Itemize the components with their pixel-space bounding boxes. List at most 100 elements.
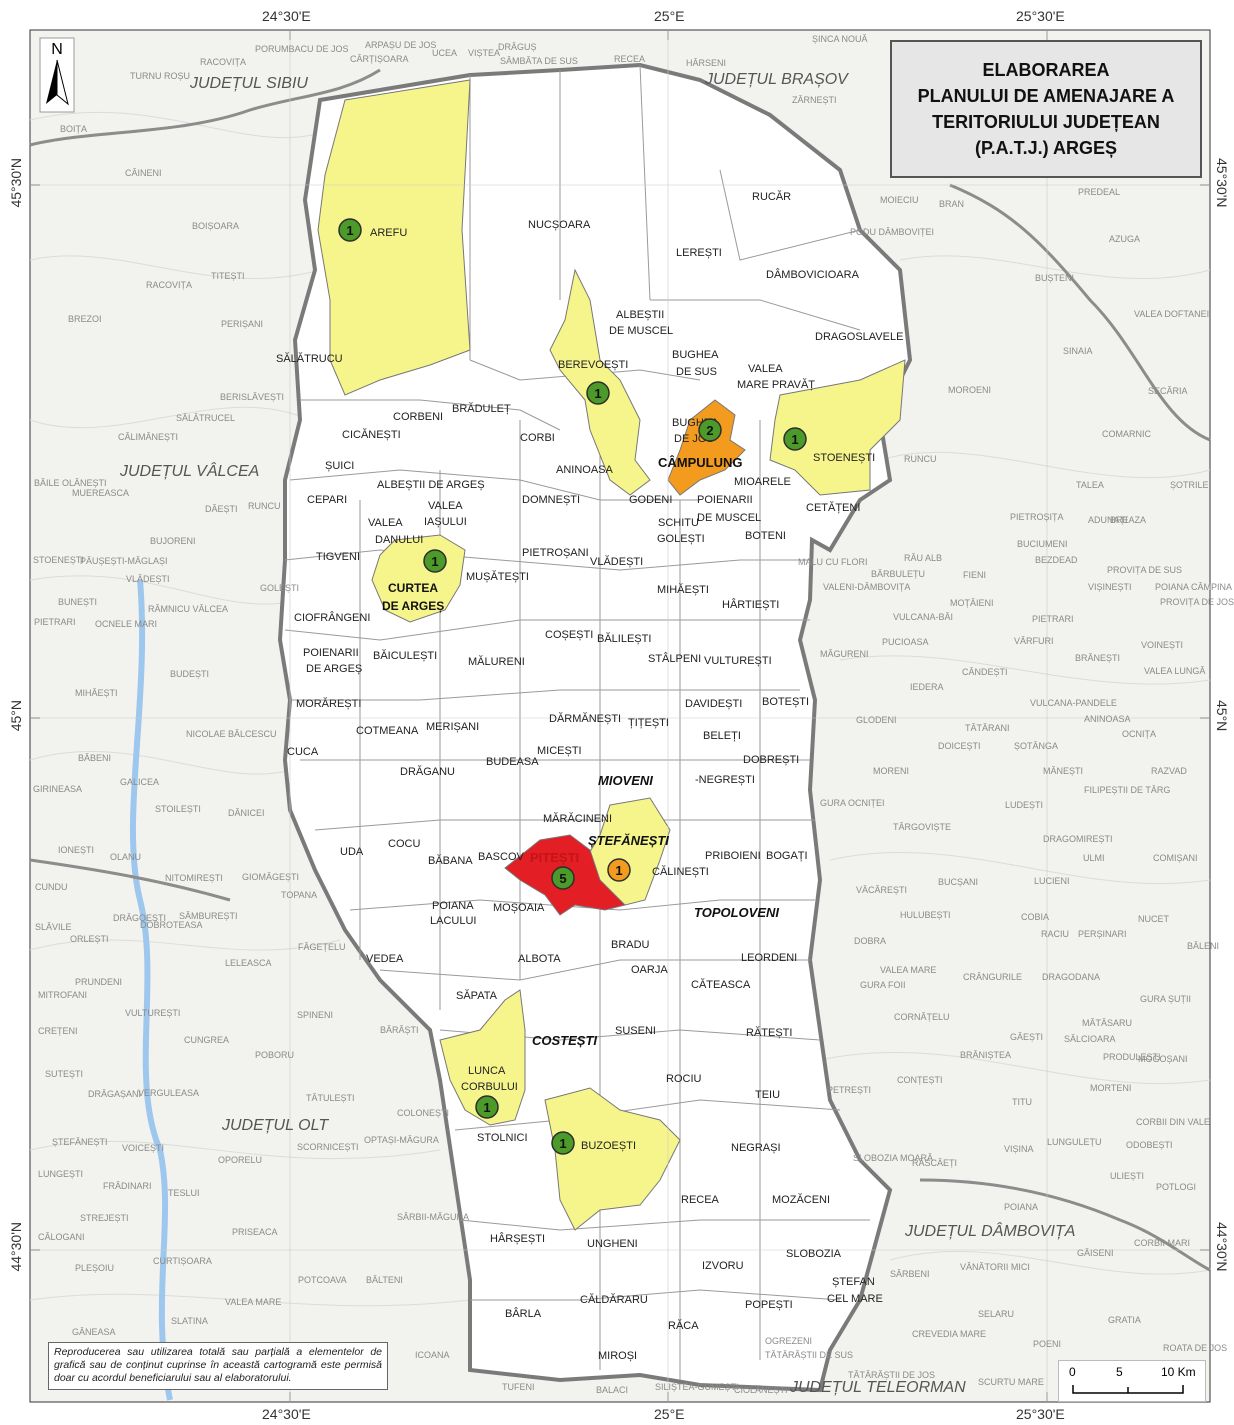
background-place-label: DOICEȘTI bbox=[938, 741, 981, 751]
background-place-label: COBIA bbox=[1021, 912, 1049, 922]
commune-label: MARE PRAVĂȚ bbox=[737, 378, 815, 391]
commune-label: MOZĂCENI bbox=[772, 1193, 830, 1206]
background-place-label: BUJORENI bbox=[150, 536, 196, 546]
background-place-label: TUFENI bbox=[502, 1382, 535, 1392]
commune-label: DRĂGANU bbox=[400, 765, 455, 778]
commune-label: ROCIU bbox=[666, 1073, 702, 1085]
background-place-label: PORUMBACU DE JOS bbox=[255, 44, 349, 54]
background-place-label: CURTIȘOARA bbox=[153, 1256, 212, 1266]
commune-label: VALEA bbox=[748, 363, 783, 375]
label-de-arges: DE ARGEȘ bbox=[382, 599, 444, 613]
background-place-label: PRODULEȘTI bbox=[1103, 1052, 1161, 1062]
background-place-label: SINAIA bbox=[1063, 346, 1093, 356]
background-place-label: RAZVAD bbox=[1151, 766, 1187, 776]
north-label: N bbox=[51, 41, 63, 58]
north-arrow-icon: N bbox=[39, 37, 75, 113]
background-place-label: MOȚĂIENI bbox=[950, 598, 994, 608]
commune-label: MIHĂEȘTI bbox=[657, 583, 709, 596]
commune-label: MICEȘTI bbox=[537, 745, 582, 757]
background-place-label: VOICEȘTI bbox=[122, 1143, 164, 1153]
commune-label: TEIU bbox=[755, 1089, 780, 1101]
background-place-label: MITROFANI bbox=[38, 990, 87, 1000]
background-place-label: DĂEȘTI bbox=[205, 504, 238, 514]
commune-label: DANULUI bbox=[375, 534, 423, 546]
background-place-label: HÂRSENI bbox=[686, 58, 726, 68]
background-place-label: TITEȘTI bbox=[211, 271, 245, 281]
commune-label: POPEȘTI bbox=[745, 1299, 793, 1311]
background-place-label: GĂISENI bbox=[1077, 1248, 1114, 1258]
background-place-label: GÂNEASA bbox=[72, 1327, 116, 1337]
count-badge-number: 1 bbox=[791, 432, 798, 447]
commune-label: POIANA bbox=[432, 900, 474, 912]
background-place-label: VÂNĂTORII MICI bbox=[960, 1262, 1030, 1272]
background-place-label: VALEA MARE bbox=[880, 965, 936, 975]
background-place-label: VIȘINA bbox=[1004, 1144, 1034, 1154]
commune-label: MĂLURENI bbox=[468, 655, 525, 668]
commune-label: DE MUSCEL bbox=[697, 512, 761, 524]
background-place-label: PUCIOASA bbox=[882, 637, 929, 647]
background-place-label: SELARU bbox=[978, 1309, 1014, 1319]
background-place-label: VULTUREȘTI bbox=[125, 1008, 180, 1018]
commune-label: LUNCA bbox=[468, 1065, 506, 1077]
background-place-label: TITU bbox=[1012, 1097, 1032, 1107]
background-place-label: VALEA MARE bbox=[225, 1297, 281, 1307]
commune-label: BĂBANA bbox=[428, 854, 473, 867]
background-place-label: CREȚENI bbox=[38, 1026, 78, 1036]
title-line-2: PLANULUI DE AMENAJARE A bbox=[917, 86, 1175, 106]
background-place-label: POTLOGI bbox=[1156, 1182, 1196, 1192]
commune-label: DRAGOSLAVELE bbox=[815, 331, 903, 343]
background-place-label: IONEȘTI bbox=[58, 845, 94, 855]
background-place-label: RĂSCĂEȚI bbox=[912, 1158, 957, 1168]
background-place-label: CÂNDEȘTI bbox=[962, 667, 1008, 677]
background-place-label: COMIȘANI bbox=[1153, 853, 1198, 863]
background-place-label: GALICEA bbox=[120, 777, 159, 787]
commune-label: PRIBOIENI bbox=[705, 850, 761, 862]
commune-label: BÂRLA bbox=[505, 1307, 542, 1320]
area-campulung bbox=[667, 399, 746, 496]
background-place-label: ULIEȘTI bbox=[1110, 1171, 1144, 1181]
background-place-label: COLONEȘTI bbox=[397, 1108, 449, 1118]
scale-label-0: 0 bbox=[1069, 1365, 1076, 1379]
background-place-label: RACOVIȚA bbox=[200, 57, 246, 67]
background-place-label: SLATINA bbox=[171, 1316, 208, 1326]
background-place-label: TALEA bbox=[1076, 480, 1104, 490]
background-place-label: DRĂGAȘANI bbox=[88, 1089, 141, 1099]
river-olt bbox=[129, 579, 173, 1401]
background-place-label: ȘTEFĂNEȘTI bbox=[52, 1137, 108, 1147]
background-place-label: PERȘINARI bbox=[1078, 929, 1127, 939]
commune-label: COTMEANA bbox=[356, 725, 419, 737]
commune-label: BOTENI bbox=[745, 530, 786, 542]
commune-label: GOLEȘTI bbox=[657, 533, 705, 545]
commune-label: DE ARGEȘ bbox=[306, 663, 362, 675]
background-place-label: PIETROȘIȚA bbox=[1010, 512, 1064, 522]
background-place-label: SÂRBII-MĂGURA bbox=[397, 1212, 469, 1222]
commune-label: CIOFRÂNGENI bbox=[294, 611, 370, 624]
coord-bottom-2: 25°E bbox=[654, 1406, 685, 1422]
background-place-label: PLEȘOIU bbox=[75, 1263, 114, 1273]
count-badge: 1 bbox=[586, 381, 610, 405]
commune-label: BASCOV bbox=[478, 851, 525, 863]
background-place-label: VALEA DOFTANEI bbox=[1134, 309, 1209, 319]
commune-label: VALEA bbox=[368, 517, 403, 529]
background-place-label: ZĂRNEȘTI bbox=[792, 95, 837, 105]
background-place-label: BUCIUMENI bbox=[1017, 539, 1068, 549]
commune-label: CĂTEASCA bbox=[691, 978, 751, 991]
background-place-label: OCNELE MARI bbox=[95, 619, 157, 629]
commune-label: SCHITU bbox=[658, 517, 699, 529]
commune-label: MUȘĂTEȘTI bbox=[466, 570, 529, 583]
background-place-label: BUCȘANI bbox=[938, 877, 978, 887]
commune-label: LACULUI bbox=[430, 915, 476, 927]
background-place-label: PĂUȘEȘTI-MĂGLAȘI bbox=[80, 556, 168, 566]
scale-label-5: 5 bbox=[1116, 1365, 1123, 1379]
commune-label: CĂLDĂRARU bbox=[580, 1293, 648, 1306]
background-place-label: PRISEACA bbox=[232, 1227, 278, 1237]
commune-labels: AREFUNUCȘOARARUCĂRLEREȘTIDÂMBOVICIOARAAL… bbox=[276, 190, 903, 1362]
commune-label: DOBREȘTI bbox=[743, 754, 799, 766]
background-place-label: VULCANA-BĂI bbox=[893, 612, 953, 622]
background-place-label: OPTAȘI-MĂGURA bbox=[364, 1135, 439, 1145]
background-place-label: SLOBOZIA MOARĂ bbox=[853, 1153, 933, 1163]
title-line-3: TERITORIULUI JUDEȚEAN bbox=[932, 112, 1160, 132]
background-place-label: PERIȘANI bbox=[221, 319, 263, 329]
background-place-label: BREAZA bbox=[1110, 515, 1146, 525]
